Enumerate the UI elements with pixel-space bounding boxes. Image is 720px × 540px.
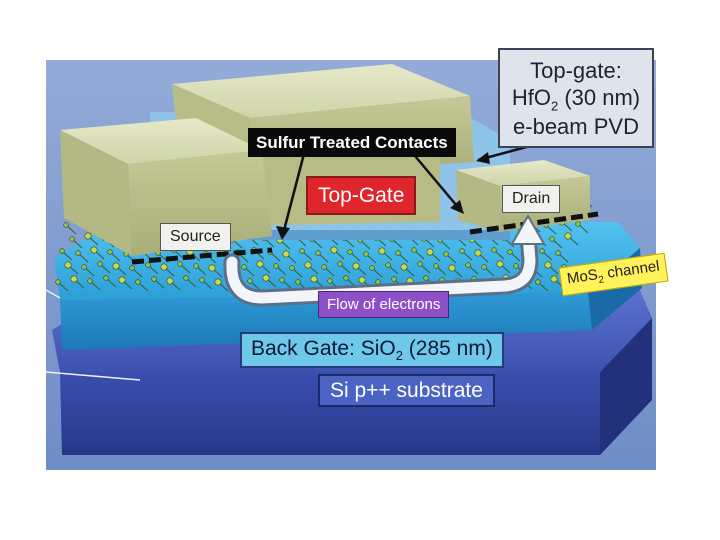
mos2-atom xyxy=(290,266,295,271)
mos2-atom xyxy=(152,277,157,282)
mos2-atom xyxy=(178,262,183,267)
mos2-atom xyxy=(444,252,449,257)
mos2-atom xyxy=(460,249,465,254)
mos2-atom xyxy=(167,278,173,284)
mos2-atom xyxy=(344,276,349,281)
mos2-atom xyxy=(98,262,103,267)
top-gate-label: Top-Gate xyxy=(306,176,416,215)
mos2-atom xyxy=(311,276,317,282)
mos2-atom xyxy=(370,266,375,271)
mos2-atom xyxy=(353,263,359,269)
mos2-atom xyxy=(550,237,555,242)
mos2-atom xyxy=(161,264,167,270)
mos2-atom xyxy=(514,264,519,269)
mos2-atom xyxy=(424,276,429,281)
mos2-atom xyxy=(338,262,343,267)
mos2-atom xyxy=(215,279,221,285)
mos2-atom xyxy=(64,223,69,228)
mos2-atom xyxy=(475,250,481,256)
mos2-atom xyxy=(108,250,113,255)
mos2-atom xyxy=(492,248,497,253)
mos2-atom xyxy=(449,265,455,271)
mos2-atom xyxy=(348,250,353,255)
mos2-atom xyxy=(283,251,289,257)
mos2-atom xyxy=(305,262,311,268)
mos2-atom xyxy=(104,276,109,281)
drain-label: Drain xyxy=(502,185,560,213)
mos2-atom xyxy=(427,249,433,255)
sulfur-treated-contacts-label: Sulfur Treated Contacts xyxy=(248,128,456,157)
mos2-atom xyxy=(316,251,321,256)
mos2-atom xyxy=(136,280,141,285)
mos2-atom xyxy=(364,252,369,257)
mos2-atom xyxy=(60,249,65,254)
mos2-atom xyxy=(130,266,135,271)
mos2-atom xyxy=(200,278,205,283)
mos2-atom xyxy=(280,278,285,283)
mos2-atom xyxy=(91,247,97,253)
mos2-atom xyxy=(551,276,557,282)
mos2-atom xyxy=(70,237,75,242)
mos2-atom xyxy=(209,265,215,271)
mos2-atom xyxy=(497,261,503,267)
back-gate-label: Back Gate: SiO2 (285 nm) xyxy=(240,332,504,368)
mos2-atom xyxy=(412,248,417,253)
source-label: Source xyxy=(160,223,231,251)
si-substrate-label: Si p++ substrate xyxy=(318,374,495,407)
top-gate-dielectric-callout: Top-gate: HfO2 (30 nm) e-beam PVD xyxy=(498,48,654,148)
mos2-atom xyxy=(322,265,327,270)
mos2-atom xyxy=(242,265,247,270)
mos2-atom xyxy=(396,251,401,256)
mos2-atom xyxy=(392,277,397,282)
flow-of-electrons-label: Flow of electrons xyxy=(318,291,449,318)
mos2-atom xyxy=(65,262,71,268)
mos2-atom xyxy=(576,222,581,227)
mos2-atom xyxy=(194,264,199,269)
mos2-atom xyxy=(88,279,93,284)
callout-line-3: e-beam PVD xyxy=(500,114,652,141)
mos2-atom xyxy=(540,249,545,254)
mos2-atom xyxy=(434,264,439,269)
mos2-atom xyxy=(71,276,77,282)
mos2-atom xyxy=(359,277,365,283)
mos2-atom xyxy=(556,251,561,256)
mos2-atom xyxy=(257,261,263,267)
mos2-atom xyxy=(331,247,337,253)
mos2-atom xyxy=(536,280,541,285)
callout-line-1: Top-gate: xyxy=(500,58,652,85)
mos2-atom xyxy=(300,249,305,254)
mos2-atom xyxy=(565,233,571,239)
mos2-atom xyxy=(482,265,487,270)
mos2-atom xyxy=(85,233,91,239)
mos2-atom xyxy=(146,263,151,268)
mos2-atom xyxy=(56,280,61,285)
mos2-atom xyxy=(418,262,423,267)
mos2-atom xyxy=(113,263,119,269)
mos2-atom xyxy=(274,264,279,269)
mos2-atom xyxy=(184,276,189,281)
mos2-atom xyxy=(328,279,333,284)
mos2-atom xyxy=(76,251,81,256)
callout-line-2: HfO2 (30 nm) xyxy=(500,85,652,114)
mos2-atom xyxy=(386,263,391,268)
mos2-atom xyxy=(466,263,471,268)
mos2-atom xyxy=(379,248,385,254)
mos2-atom xyxy=(545,262,551,268)
mos2-atom xyxy=(401,264,407,270)
mos2-atom xyxy=(296,280,301,285)
mos2-atom xyxy=(119,277,125,283)
mos2-atom xyxy=(263,275,269,281)
mos2-atom xyxy=(82,265,87,270)
mos2-atom xyxy=(248,279,253,284)
mos2-atom xyxy=(508,250,513,255)
